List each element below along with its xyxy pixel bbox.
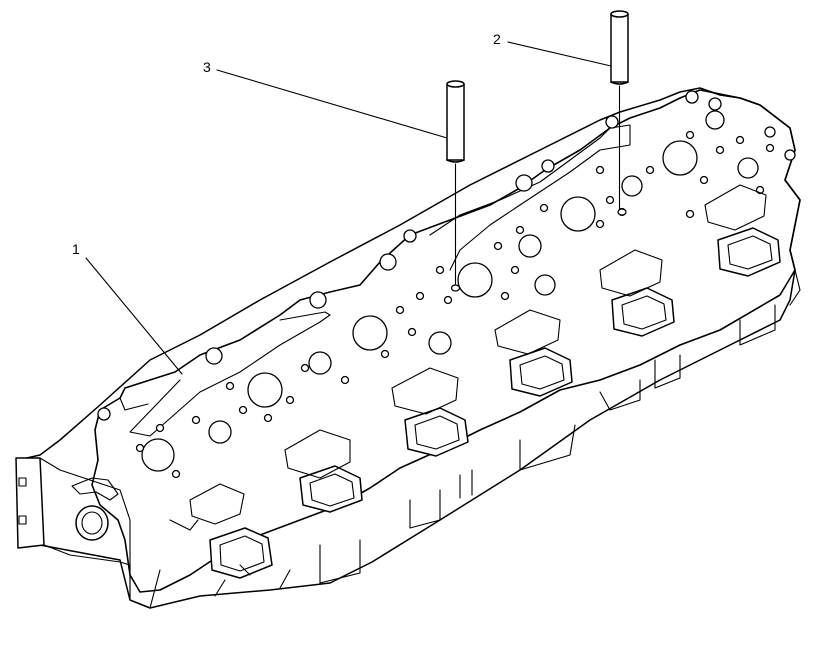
gasket-surface [91, 89, 801, 593]
callout-3-label: 3 [203, 59, 211, 75]
callout-2: 2 [493, 31, 612, 67]
ports [209, 227, 781, 579]
small-holes [135, 130, 775, 479]
dowel-pin-2 [610, 10, 629, 216]
callout-1: 1 [72, 241, 183, 375]
dowel-pin-3 [446, 80, 465, 292]
rim-bosses [97, 90, 796, 421]
callout-1-label: 1 [72, 241, 80, 257]
callout-2-label: 2 [493, 31, 501, 47]
cylinder-head-body [15, 87, 801, 609]
callout-3: 3 [203, 59, 448, 139]
pockets [189, 184, 767, 525]
